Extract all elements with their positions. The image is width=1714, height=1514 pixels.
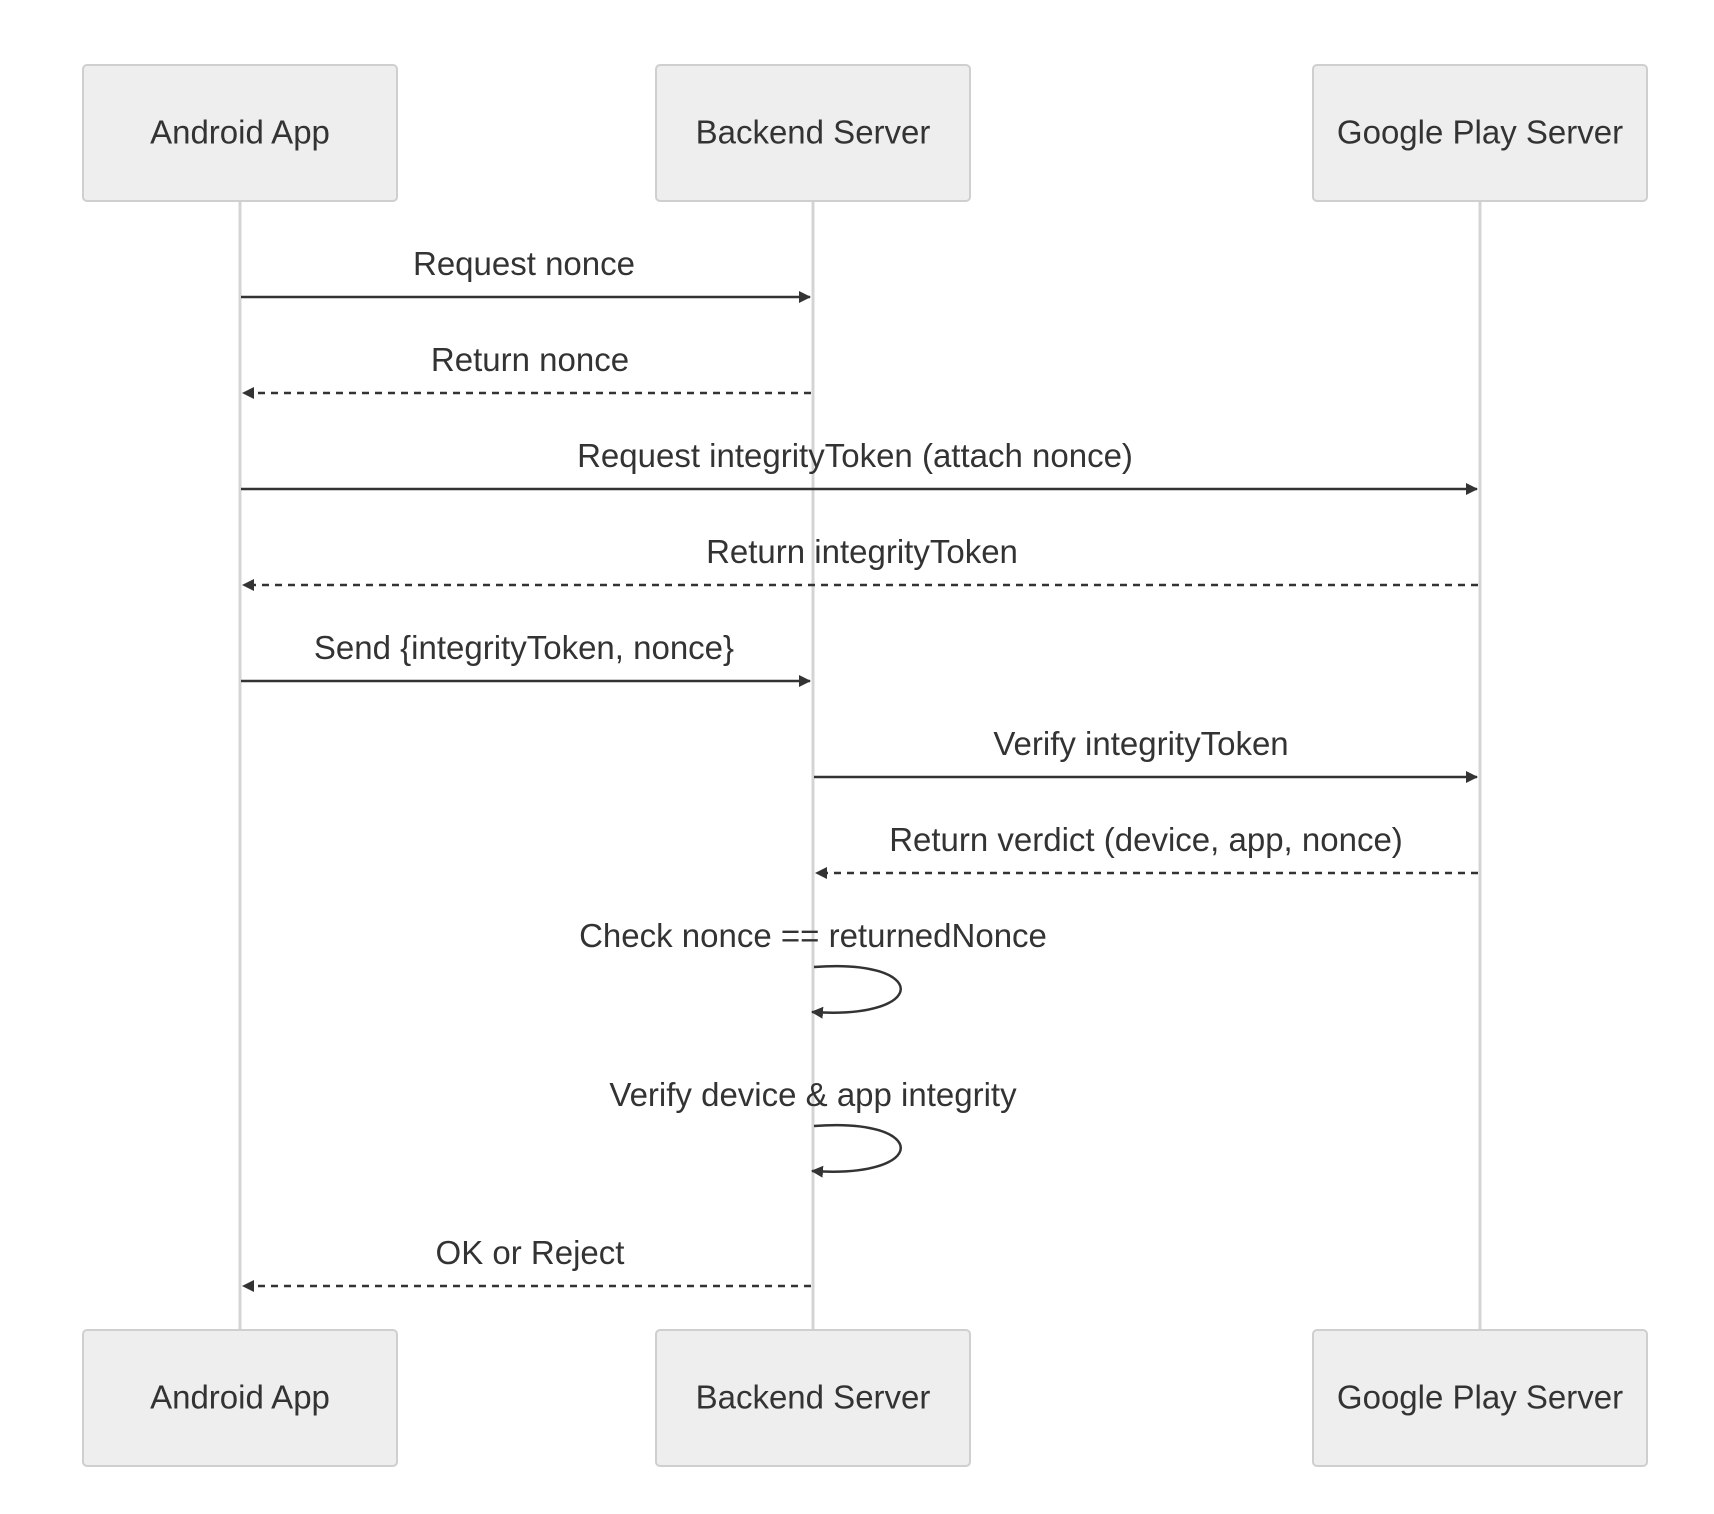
message-label: OK or Reject bbox=[436, 1234, 625, 1271]
message-return-nonce: Return nonce bbox=[242, 341, 811, 399]
message-return-verdict: Return verdict (device, app, nonce) bbox=[815, 821, 1478, 879]
actor-backend-server-bottom: Backend Server bbox=[655, 1329, 971, 1467]
message-label: Verify device & app integrity bbox=[609, 1076, 1017, 1113]
message-return-integrity-token: Return integrityToken bbox=[242, 533, 1478, 591]
message-label: Verify integrityToken bbox=[993, 725, 1288, 762]
actor-label: Backend Server bbox=[696, 114, 931, 151]
message-label: Request integrityToken (attach nonce) bbox=[577, 437, 1133, 474]
message-self-check-nonce: Check nonce == returnedNonce bbox=[579, 917, 1047, 1019]
message-label: Send {integrityToken, nonce} bbox=[314, 629, 734, 666]
actor-android-app-top: Android App bbox=[82, 64, 398, 202]
actor-label: Android App bbox=[150, 1379, 330, 1416]
actor-label: Google Play Server bbox=[1337, 1379, 1623, 1416]
actor-android-app-bottom: Android App bbox=[82, 1329, 398, 1467]
actor-google-play-server-bottom: Google Play Server bbox=[1312, 1329, 1648, 1467]
message-verify-integrity-token: Verify integrityToken bbox=[814, 725, 1478, 783]
message-label: Check nonce == returnedNonce bbox=[579, 917, 1047, 954]
message-request-integrity-token: Request integrityToken (attach nonce) bbox=[241, 437, 1478, 495]
message-ok-or-reject: OK or Reject bbox=[242, 1234, 811, 1292]
message-self-verify-integrity: Verify device & app integrity bbox=[609, 1076, 1017, 1178]
message-label: Return verdict (device, app, nonce) bbox=[889, 821, 1403, 858]
message-label: Request nonce bbox=[413, 245, 635, 282]
actor-label: Backend Server bbox=[696, 1379, 931, 1416]
message-label: Return nonce bbox=[431, 341, 629, 378]
message-send-token-and-nonce: Send {integrityToken, nonce} bbox=[241, 629, 811, 687]
actor-label: Android App bbox=[150, 114, 330, 151]
message-request-nonce: Request nonce bbox=[241, 245, 811, 303]
actor-google-play-server-top: Google Play Server bbox=[1312, 64, 1648, 202]
message-label: Return integrityToken bbox=[706, 533, 1018, 570]
actor-label: Google Play Server bbox=[1337, 114, 1623, 151]
actor-backend-server-top: Backend Server bbox=[655, 64, 971, 202]
